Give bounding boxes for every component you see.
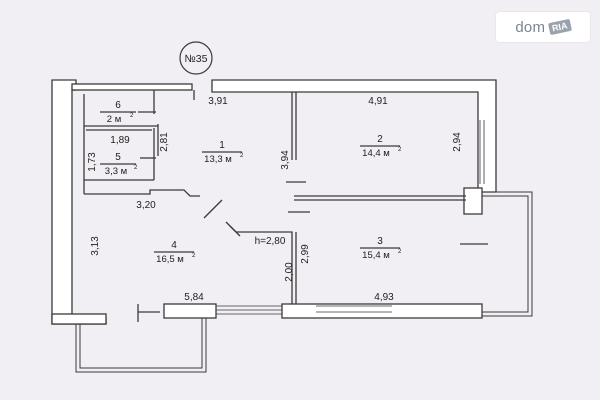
watermark-logo: dom RIA bbox=[496, 12, 590, 42]
apartment-badge: №35 bbox=[179, 41, 213, 75]
room-1-area-sup: 2 bbox=[240, 153, 244, 159]
room-labels: 1 13,3 м 2 2 14,4 м 2 3 15,4 м 2 4 16,5 … bbox=[100, 100, 402, 265]
room-6-number: 6 bbox=[115, 100, 121, 111]
room-4-number: 4 bbox=[171, 240, 177, 251]
left-bottom-pier bbox=[51, 313, 107, 325]
ceiling-height: h=2,80 bbox=[255, 236, 286, 247]
room-5-area-sup: 2 bbox=[134, 165, 138, 171]
room-6-area-sup: 2 bbox=[130, 113, 134, 119]
room-5-area: 3,3 м bbox=[105, 166, 127, 177]
dim-bottom-right: 4,93 bbox=[374, 292, 394, 303]
badge-label: №35 bbox=[185, 53, 208, 65]
room-5-number: 5 bbox=[115, 152, 121, 163]
room-2-number: 2 bbox=[377, 134, 383, 145]
walls bbox=[51, 79, 497, 325]
dim-room4-height: 3,13 bbox=[90, 236, 101, 256]
bottom-wall-room4 bbox=[163, 303, 217, 319]
balconies bbox=[75, 191, 533, 373]
room-1-area: 13,3 м bbox=[204, 154, 232, 165]
dim-top-right: 4,91 bbox=[368, 96, 388, 107]
room-3-number: 3 bbox=[377, 236, 383, 247]
room-1-number: 1 bbox=[219, 140, 225, 151]
dim-room4-width: 3,20 bbox=[136, 200, 156, 211]
room-3-area-sup: 2 bbox=[398, 249, 402, 255]
dim-wc-height: 1,73 bbox=[87, 152, 98, 172]
dim-bath-width: 1,89 bbox=[110, 135, 130, 146]
left-outer-wall bbox=[51, 79, 107, 325]
room-4-area: 16,5 м bbox=[156, 254, 184, 265]
partitions bbox=[83, 90, 488, 322]
dim-right-wall: 2,94 bbox=[452, 132, 463, 152]
bottom-wall-room3 bbox=[281, 303, 483, 319]
dim-bottom-left: 5,84 bbox=[184, 292, 204, 303]
dim-bath-depth: 2,81 bbox=[159, 132, 170, 152]
right-wall-stub bbox=[463, 187, 483, 215]
badge-circle bbox=[179, 41, 213, 75]
room-3-area: 15,4 м bbox=[362, 250, 390, 261]
dim-partition-lower: 2,00 bbox=[284, 262, 295, 282]
top-wall-left bbox=[71, 83, 193, 91]
room-2-area-sup: 2 bbox=[398, 147, 402, 153]
room-2-area: 14,4 м bbox=[362, 148, 390, 159]
loggia-bottom-left bbox=[75, 318, 207, 373]
dim-corridor-wall: 3,94 bbox=[280, 150, 291, 170]
dimension-labels: 3,91 4,91 1,89 2,81 1,73 3,94 2,94 3,20 … bbox=[87, 96, 463, 303]
dim-partition-upper: 2,99 bbox=[300, 244, 311, 264]
dim-top-left: 3,91 bbox=[208, 96, 228, 107]
windows bbox=[216, 120, 485, 315]
room-6-area: 2 м bbox=[107, 114, 121, 125]
loggia-right bbox=[482, 191, 533, 317]
room-4-area-sup: 2 bbox=[192, 253, 196, 259]
watermark-word: dom bbox=[515, 18, 546, 36]
